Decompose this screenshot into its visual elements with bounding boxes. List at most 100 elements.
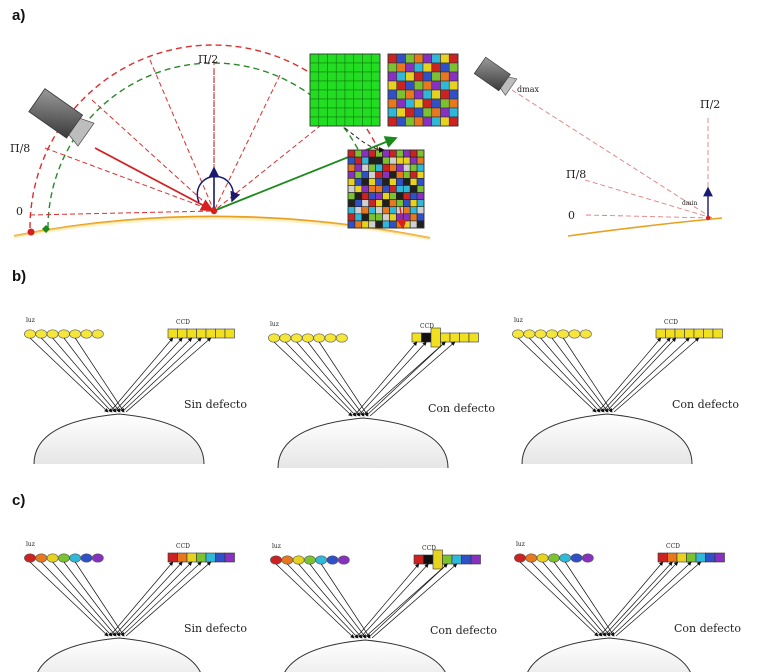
grid-cell <box>409 213 418 222</box>
red-arc-start-marker <box>27 228 35 236</box>
grid-cell <box>335 107 346 118</box>
diagram-caption: Con defecto <box>430 624 497 637</box>
grid-cell <box>402 199 411 208</box>
grid-cell <box>362 53 372 64</box>
incident-ray <box>275 563 355 639</box>
reflected-ray <box>117 561 193 637</box>
light-source-led <box>80 553 93 563</box>
grid-cell <box>387 98 398 109</box>
reflected-ray <box>615 561 702 637</box>
light-source-led <box>281 555 294 565</box>
grid-cell <box>405 89 415 100</box>
reflected-ray <box>125 561 212 637</box>
grid-cell <box>440 98 450 109</box>
grid-cell <box>416 199 425 208</box>
ccd-pixel <box>468 332 479 343</box>
grid-cell <box>354 178 363 186</box>
grid-cell <box>389 149 397 158</box>
light-source-led <box>570 553 583 563</box>
grid-cell <box>396 71 406 82</box>
grid-cell <box>402 149 411 158</box>
grid-cell <box>344 71 355 82</box>
grid-cell <box>448 98 459 109</box>
light-source-led <box>46 553 59 563</box>
grid-cell <box>318 98 328 109</box>
grid-cell <box>405 80 415 91</box>
grid-cell <box>389 192 397 200</box>
light-source-led <box>279 333 292 343</box>
grid-cell <box>354 213 363 222</box>
incident-ray <box>287 563 359 639</box>
light-source-led <box>525 553 538 563</box>
grid-cell <box>389 206 397 215</box>
grid-cell <box>318 53 328 64</box>
grid-cell <box>353 62 363 73</box>
grid-cell <box>375 178 383 186</box>
diagram-caption: Con defecto <box>674 622 741 635</box>
grid-cell <box>416 192 425 200</box>
grid-cell <box>396 170 404 179</box>
ccd-pixel <box>470 554 481 565</box>
grid-cell <box>354 185 363 193</box>
reflected-ray <box>603 561 673 637</box>
reflected-ray <box>121 337 202 413</box>
grid-cell <box>361 192 370 200</box>
grid-cell <box>389 178 397 186</box>
grid-border <box>347 149 425 229</box>
grid-cell <box>440 80 450 91</box>
grid-cell <box>362 80 372 91</box>
grid-cell <box>416 220 425 229</box>
grid-cell <box>382 178 390 186</box>
grid-cell <box>396 192 404 200</box>
light-source-led <box>91 329 104 339</box>
grid-cell <box>396 116 406 127</box>
grid-cell <box>416 206 425 215</box>
light-source-label: luz <box>272 543 281 550</box>
grid-cell <box>422 80 433 91</box>
grid-cell <box>389 213 397 222</box>
grid-cell <box>405 53 415 64</box>
grid-cell <box>448 53 459 64</box>
incident-ray <box>519 561 599 637</box>
grid-cell <box>353 116 363 127</box>
grid-cell <box>382 185 390 193</box>
ccd-pixel <box>442 554 453 565</box>
light-source-led <box>58 553 70 563</box>
grid-cell <box>361 170 370 179</box>
reflected-ray <box>369 341 456 417</box>
panel-b-label: b) <box>12 268 26 285</box>
incident-ray <box>41 561 113 637</box>
light-source-led <box>69 553 82 563</box>
grid-cell <box>440 107 450 118</box>
grid-cell <box>327 116 337 127</box>
grid-cell <box>353 71 363 82</box>
grid-cell <box>354 156 363 165</box>
ccd-pixel <box>714 552 725 563</box>
reflected-ray <box>601 337 671 413</box>
light-source-led <box>324 333 337 343</box>
light-source-led <box>24 329 36 339</box>
reflected-ray <box>113 561 183 637</box>
grid-cell <box>353 89 363 100</box>
grid-cell <box>318 80 328 91</box>
reflected-ray <box>365 341 446 417</box>
grid-cell <box>335 89 346 100</box>
grid-cell <box>448 107 459 118</box>
grid-cell <box>389 220 397 229</box>
light-source-led <box>326 555 339 565</box>
grid-cell <box>347 170 356 179</box>
grid-cell <box>354 220 363 229</box>
grid-cell <box>402 220 411 229</box>
reflected-ray <box>109 337 174 413</box>
grid-cell <box>405 107 415 118</box>
reflected-ray <box>367 563 448 639</box>
grid-cell <box>347 213 356 222</box>
sample-dome <box>284 639 446 672</box>
incident-ray <box>52 337 117 413</box>
grid-cell <box>370 71 381 82</box>
grid-cell <box>370 53 381 64</box>
ccd-pixel <box>205 328 216 339</box>
reflected-ray <box>357 341 427 417</box>
light-source-label: luz <box>26 541 35 548</box>
grid-cell <box>409 185 418 193</box>
